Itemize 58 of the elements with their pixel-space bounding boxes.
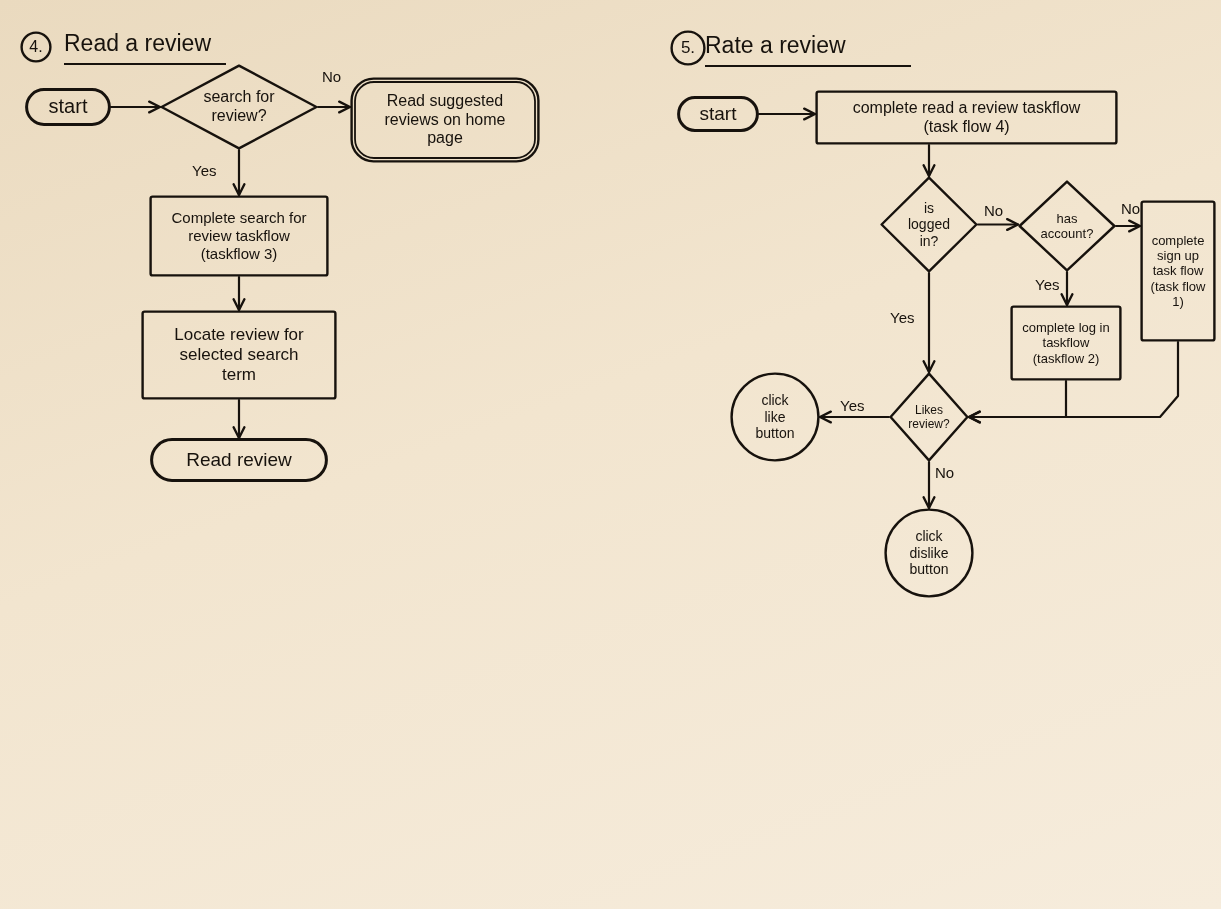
node-label: complete sign up task flow (task flow 1) (1149, 232, 1207, 310)
node-label: search for review? (202, 88, 276, 126)
node-label: is logged in? (906, 199, 951, 250)
process-box (1140, 200, 1216, 342)
decision-diamond (880, 176, 978, 273)
end-terminal (150, 438, 328, 482)
decision-diamond (889, 372, 969, 462)
node-label: start (699, 102, 737, 126)
node-label: complete read a review taskflow (task flow 4) (851, 98, 1082, 137)
flow-arrow (922, 143, 936, 178)
flow-arrow (976, 217, 1020, 232)
section-heading: Read a review (64, 30, 226, 65)
action-circle (884, 508, 974, 598)
process-box (815, 90, 1118, 145)
node-label: Locate review for selected search term (173, 324, 305, 386)
decision-diamond (160, 64, 318, 150)
flow-arrow (232, 275, 246, 312)
edge-label: No (322, 68, 342, 85)
node-label: complete log in taskflow (taskflow 2) (1021, 320, 1111, 366)
edge-label: Yes (840, 397, 865, 414)
flow-arrow (922, 460, 936, 510)
start-terminal (677, 96, 759, 132)
step-number: 5. (680, 37, 696, 58)
edge-label: No (1121, 200, 1141, 217)
action-circle (730, 372, 820, 462)
node-label: has account? (1039, 210, 1095, 242)
node-label: start (48, 95, 88, 119)
node-label: click like button (754, 392, 796, 442)
edge-label: No (935, 464, 955, 481)
edge-label: Yes (1035, 276, 1060, 293)
flow-arrow (818, 410, 891, 424)
flow-arrow (967, 340, 1180, 424)
node-label: Read review (186, 448, 292, 472)
process-box (141, 310, 337, 400)
edge-label: Yes (890, 309, 915, 326)
process-box (1010, 305, 1122, 381)
flow-arrow (1060, 270, 1074, 307)
node-label: Complete search for review taskflow (taskflow 3) (170, 209, 308, 263)
flow-arrow (1114, 219, 1142, 233)
step-number-circle (20, 31, 52, 63)
node-label: Read suggested reviews on home page (383, 91, 507, 149)
step-number: 4. (29, 37, 43, 57)
rounded-box (350, 77, 540, 163)
node-label: Likes review? (907, 402, 951, 432)
decision-diamond (1018, 180, 1116, 272)
flow-arrow (922, 271, 936, 374)
edge-label: Yes (192, 162, 217, 179)
edge-label: No (984, 202, 1004, 219)
section-heading: Rate a review (705, 32, 911, 67)
step-number-circle (670, 30, 706, 66)
node-label: click dislike button (908, 528, 950, 578)
flow-arrow (232, 148, 246, 197)
flow-arrow (316, 100, 352, 114)
start-terminal (25, 88, 111, 126)
process-box (149, 195, 329, 277)
flow-arrow (109, 100, 162, 114)
flow-arrow (757, 107, 817, 121)
flow-arrow (232, 398, 246, 440)
